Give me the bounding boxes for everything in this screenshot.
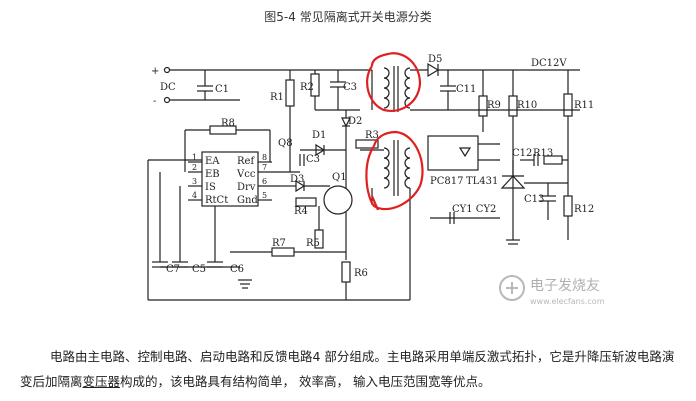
- watermark-url: www.elecfans.com: [530, 297, 605, 306]
- pin-4: 4: [192, 191, 197, 200]
- label-r1: R1: [270, 92, 284, 103]
- label-r2: R2: [300, 82, 314, 93]
- pin-2: 2: [192, 163, 197, 172]
- label-c12: C12: [512, 148, 532, 159]
- label-plus: +: [151, 66, 159, 77]
- label-c6: C6: [230, 264, 244, 275]
- figure-title: 图5-4 常见隔离式开关电源分类: [264, 10, 432, 24]
- label-d1: D1: [312, 130, 326, 141]
- label-gnd: Gnd: [237, 195, 258, 206]
- watermark-logo: 电子发烧友 www.elecfans.com: [499, 275, 605, 306]
- label-eb: EB: [205, 169, 220, 180]
- label-dc12v: DC12V: [531, 58, 567, 69]
- pin-1: 1: [192, 153, 197, 162]
- label-c7: C7: [166, 264, 180, 275]
- label-r6: R6: [354, 268, 368, 279]
- label-cy: CY1 CY2: [452, 204, 496, 215]
- label-r9: R9: [487, 100, 501, 111]
- label-ea: EA: [205, 156, 220, 167]
- label-r3: R3: [365, 130, 379, 141]
- pin-3: 3: [192, 177, 197, 186]
- pin-6: 6: [262, 177, 267, 186]
- label-r12: R12: [574, 204, 594, 215]
- pin-7: 7: [262, 163, 267, 172]
- label-r8: R8: [221, 118, 235, 129]
- label-c11: C11: [456, 84, 476, 95]
- label-r7: R7: [272, 238, 286, 249]
- paragraph-part-1: 电路由主电路、控制电路、启动电路和反馈电路4 部分组成。主电路采用单端反激式拓扑…: [20, 349, 675, 389]
- red-annotation-marks: [365, 52, 424, 211]
- label-q8: Q8: [278, 138, 293, 149]
- watermark-text: 电子发烧友: [530, 278, 600, 294]
- label-r4: R4: [294, 206, 308, 217]
- paragraph-part-3: 构成的，该电路具有结构简单， 效率高， 输入电压范围宽等优点。: [120, 374, 491, 389]
- label-minus: -: [153, 96, 156, 107]
- label-vcc: Vcc: [236, 169, 256, 180]
- paragraph-link-transformer[interactable]: 变压器: [82, 374, 121, 389]
- label-rtct: RtCt: [205, 195, 228, 206]
- label-tl431: TL431: [466, 176, 498, 187]
- label-c3-small: C3: [306, 154, 320, 165]
- label-d3: D3: [290, 174, 304, 185]
- label-is: IS: [205, 182, 216, 193]
- label-pc817: PC817: [430, 176, 463, 187]
- body-paragraph: 电路由主电路、控制电路、启动电路和反馈电路4 部分组成。主电路采用单端反激式拓扑…: [20, 344, 684, 394]
- label-r10: R10: [517, 100, 537, 111]
- label-drv: Drv: [237, 182, 256, 193]
- pin-5: 5: [262, 191, 267, 200]
- label-d5: D5: [428, 54, 442, 65]
- label-d2: D2: [348, 116, 362, 127]
- pin-8: 8: [262, 153, 267, 162]
- label-c5: C5: [192, 264, 206, 275]
- label-q1: Q1: [332, 172, 347, 183]
- label-c13: C13: [524, 194, 544, 205]
- label-r5: R5: [306, 238, 320, 249]
- label-r11: R11: [574, 100, 594, 111]
- label-r13: R13: [533, 148, 553, 159]
- label-c3-snubber: C3: [343, 82, 357, 93]
- circuit-schematic: + - DC DC12V C1 R1 R2 C3 D2 D1 R3 D5 C11…: [147, 52, 594, 301]
- label-dc: DC: [160, 82, 176, 93]
- label-c1: C1: [215, 84, 229, 95]
- label-ref: Ref: [237, 156, 255, 167]
